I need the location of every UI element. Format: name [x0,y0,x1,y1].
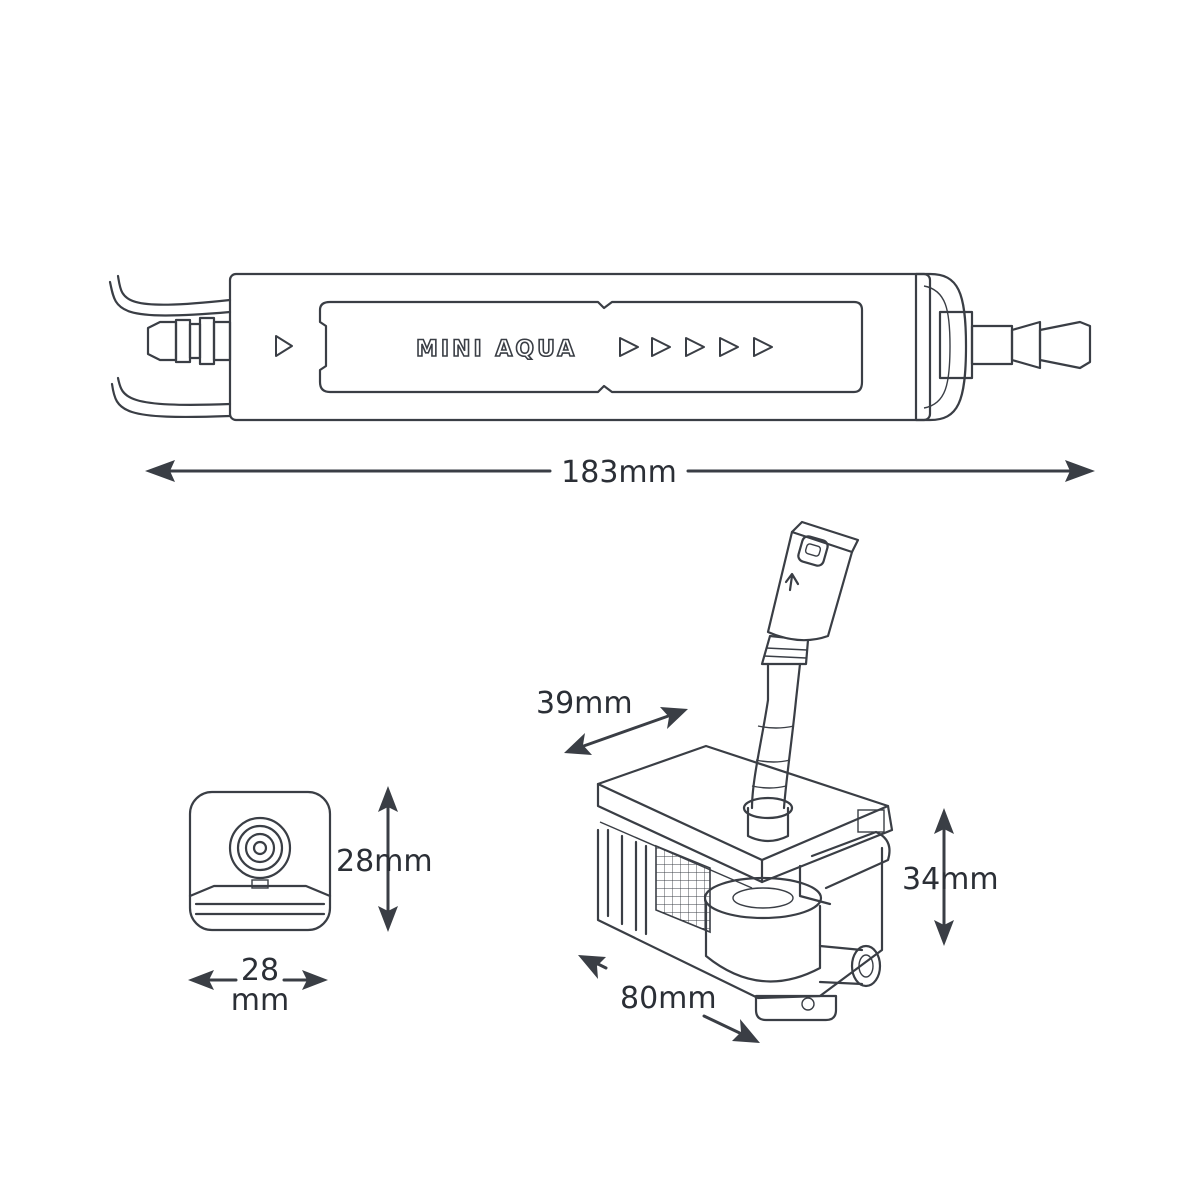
pump-height-label: 34mm [902,862,999,897]
up-arrow-icon [784,572,800,592]
flow-arrow-icon [753,337,773,357]
flow-arrow-icon [619,337,639,357]
label-window [318,300,864,394]
brand-label: MINI AQUA [416,337,577,362]
sensor-end-cap [914,272,968,422]
pump-depth-label: 39mm [536,686,633,721]
end-view-width-dimension: 28 mm [188,953,328,1018]
inlet-barb-connector [146,316,232,366]
flow-arrow-icon [275,335,293,357]
sensor-body [228,272,932,422]
outlet-barb-connector [938,310,1092,380]
length-dimension: 183mm [145,455,1095,490]
flow-arrow-icon [719,337,739,357]
pump-height-dimension: 34mm [902,808,999,946]
flow-arrow-icon [651,337,671,357]
flow-arrows-group [619,337,773,357]
pump-unit-drawing [596,520,894,1022]
sensor-unit-drawing: MINI AQUA [108,272,1092,422]
pump-connector-plug [766,520,860,642]
end-view-height-dimension: 28mm [336,786,433,932]
end-view-drawing [188,790,332,932]
end-view-width-label-line1: 28 [241,953,279,988]
end-view-height-label: 28mm [336,844,433,879]
flow-arrow-icon [685,337,705,357]
end-view-width-label-line2: mm [231,983,289,1018]
pump-length-dimension: 80mm [578,955,760,1043]
pump-depth-dimension: 39mm [536,686,688,755]
pump-length-label: 80mm [620,981,717,1016]
length-label: 183mm [561,455,677,490]
